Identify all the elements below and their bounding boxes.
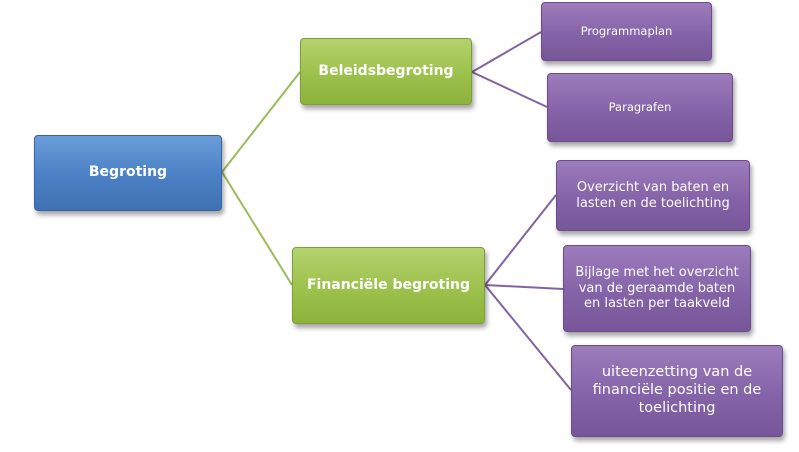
connector-financiele-begroting-bijlage bbox=[484, 284, 564, 290]
node-financiele-begroting-label: Financiële begroting bbox=[306, 276, 471, 293]
node-bijlage-taakveld: Bijlage met het overzicht van de geraamd… bbox=[563, 245, 751, 332]
node-programmaplan: Programmaplan bbox=[541, 2, 712, 61]
node-paragrafen-label: Paragrafen bbox=[608, 100, 672, 115]
node-uiteenzetting-financiele-positie: uiteenzetting van de financiële positie … bbox=[571, 345, 783, 437]
connector-financiele-begroting-uiteenzetting bbox=[484, 284, 572, 391]
node-begroting: Begroting bbox=[34, 135, 222, 211]
node-beleidsbegroting: Beleidsbegroting bbox=[300, 38, 472, 105]
connector-root-financiele-begroting bbox=[221, 171, 293, 286]
node-programmaplan-label: Programmaplan bbox=[580, 24, 673, 39]
node-financiele-begroting: Financiële begroting bbox=[292, 247, 485, 324]
node-uiteenzetting-financiele-positie-label: uiteenzetting van de financiële positie … bbox=[592, 364, 762, 416]
node-beleidsbegroting-label: Beleidsbegroting bbox=[318, 62, 454, 79]
connector-root-beleidsbegroting bbox=[221, 71, 301, 173]
connector-beleidsbegroting-paragrafen bbox=[471, 71, 548, 108]
node-overzicht-baten-lasten: Overzicht van baten en lasten en de toel… bbox=[556, 160, 750, 231]
node-begroting-label: Begroting bbox=[88, 164, 168, 181]
node-overzicht-baten-lasten-label: Overzicht van baten en lasten en de toel… bbox=[576, 179, 730, 211]
node-bijlage-taakveld-label: Bijlage met het overzicht van de geraamd… bbox=[575, 264, 739, 312]
node-paragrafen: Paragrafen bbox=[547, 73, 733, 142]
connector-beleidsbegroting-programmaplan bbox=[471, 31, 542, 73]
connector-financiele-begroting-overzicht bbox=[484, 194, 557, 286]
